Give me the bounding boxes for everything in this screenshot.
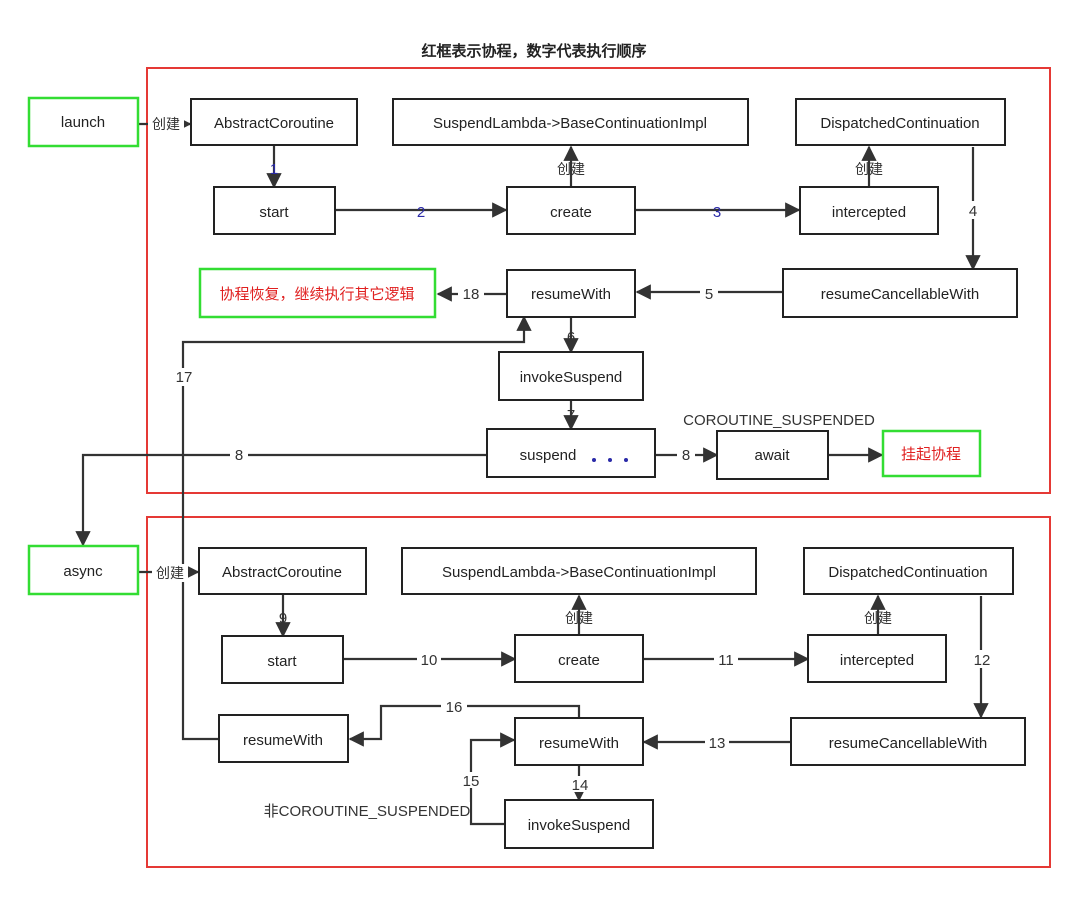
edge-step-17 <box>181 315 532 741</box>
await-node-1: await <box>716 430 829 480</box>
label-step-13: 13 <box>709 735 726 752</box>
intercepted-node-1: intercepted <box>799 186 939 235</box>
svg-text:intercepted: intercepted <box>840 652 914 669</box>
svg-text:resumeCancellableWith: resumeCancellableWith <box>821 286 979 303</box>
resume-with-node-2: resumeWith <box>514 717 644 766</box>
suspend-lambda-node-1: SuspendLambda->BaseContinuationImpl <box>392 98 749 146</box>
edge-step-16 <box>348 704 581 747</box>
launch-coroutine-frame <box>146 67 1051 494</box>
svg-text:launch: launch <box>61 114 105 131</box>
svg-text:resumeCancellableWith: resumeCancellableWith <box>829 735 987 752</box>
async-node: async <box>27 544 140 596</box>
label-step-3: 3 <box>713 204 721 221</box>
launch-node: launch <box>27 96 140 148</box>
label-create-launch: 创建 <box>152 117 180 133</box>
label-create-lambda-2: 创建 <box>565 611 593 627</box>
svg-text:resumeWith: resumeWith <box>531 286 611 303</box>
label-step-8-await: 8 <box>682 447 690 464</box>
create-node-1: create <box>506 186 636 235</box>
abstract-coroutine-node-1: AbstractCoroutine <box>190 98 358 146</box>
start-node-2: start <box>221 635 344 684</box>
svg-text:invokeSuspend: invokeSuspend <box>520 369 623 386</box>
resume-with-node-1: resumeWith <box>506 269 636 318</box>
label-step-5: 5 <box>705 286 713 303</box>
resume-with-node-left: resumeWith <box>218 714 349 763</box>
resume-cancellable-with-node-2: resumeCancellableWith <box>790 717 1026 766</box>
svg-text:DispatchedContinuation: DispatchedContinuation <box>820 115 979 132</box>
label-create-dispatched-2: 创建 <box>864 611 892 627</box>
label-step-12: 12 <box>974 652 991 669</box>
svg-text:start: start <box>267 653 297 670</box>
svg-text:DispatchedContinuation: DispatchedContinuation <box>828 564 987 581</box>
svg-text:create: create <box>550 204 592 221</box>
label-create-lambda-1: 创建 <box>557 162 585 178</box>
diagram-title: 红框表示协程，数字代表执行顺序 <box>421 42 646 60</box>
label-step-2: 2 <box>417 204 425 221</box>
svg-text:resumeWith: resumeWith <box>243 732 323 749</box>
label-step-10: 10 <box>421 652 438 669</box>
label-step-15: 15 <box>463 773 480 790</box>
dispatched-continuation-node-1: DispatchedContinuation <box>795 98 1006 146</box>
create-node-2: create <box>514 634 644 683</box>
async-coroutine-frame <box>146 516 1051 868</box>
suspend-node-1: suspend <box>486 428 656 478</box>
svg-text:协程恢复，继续执行其它逻辑: 协程恢复，继续执行其它逻辑 <box>219 285 414 303</box>
suspend-message-node: 挂起协程 <box>881 429 982 478</box>
label-coroutine-suspended: COROUTINE_SUSPENDED <box>683 412 875 429</box>
label-create-async: 创建 <box>156 566 184 582</box>
label-step-8-async: 8 <box>235 447 243 464</box>
label-not-coroutine-suspended: 非COROUTINE_SUSPENDED <box>264 803 471 820</box>
label-step-1: 1 <box>270 161 278 178</box>
svg-text:invokeSuspend: invokeSuspend <box>528 817 631 834</box>
label-step-6: 6 <box>567 329 575 346</box>
label-step-7: 7 <box>567 407 575 424</box>
label-step-9: 9 <box>279 610 287 627</box>
label-step-14: 14 <box>572 777 589 794</box>
svg-text:挂起协程: 挂起协程 <box>901 445 961 463</box>
label-step-11: 11 <box>718 652 734 669</box>
abstract-coroutine-node-2: AbstractCoroutine <box>198 547 367 595</box>
suspend-ellipsis <box>592 458 628 462</box>
dispatched-continuation-node-2: DispatchedContinuation <box>803 547 1014 595</box>
svg-text:suspend: suspend <box>520 447 577 464</box>
svg-text:async: async <box>63 563 103 580</box>
svg-text:SuspendLambda->BaseContinuatio: SuspendLambda->BaseContinuationImpl <box>433 115 707 132</box>
invoke-suspend-node-1: invokeSuspend <box>498 351 644 401</box>
svg-text:AbstractCoroutine: AbstractCoroutine <box>222 564 342 581</box>
suspend-lambda-node-2: SuspendLambda->BaseContinuationImpl <box>401 547 757 595</box>
label-step-4: 4 <box>969 203 977 220</box>
label-step-18: 18 <box>463 286 480 303</box>
svg-text:AbstractCoroutine: AbstractCoroutine <box>214 115 334 132</box>
svg-text:SuspendLambda->BaseContinuatio: SuspendLambda->BaseContinuationImpl <box>442 564 716 581</box>
resume-cancellable-with-node-1: resumeCancellableWith <box>782 268 1018 318</box>
label-step-16: 16 <box>446 699 463 716</box>
intercepted-node-2: intercepted <box>807 634 947 683</box>
edge-step-8-async <box>75 453 487 547</box>
svg-text:await: await <box>754 447 790 464</box>
svg-text:resumeWith: resumeWith <box>539 735 619 752</box>
invoke-suspend-node-2: invokeSuspend <box>504 799 654 849</box>
label-create-dispatched-1: 创建 <box>855 162 883 178</box>
resume-message-node: 协程恢复，继续执行其它逻辑 <box>198 267 437 319</box>
label-step-17: 17 <box>176 369 193 386</box>
start-node-1: start <box>213 186 336 235</box>
svg-text:create: create <box>558 652 600 669</box>
svg-text:intercepted: intercepted <box>832 204 906 221</box>
svg-text:start: start <box>259 204 289 221</box>
